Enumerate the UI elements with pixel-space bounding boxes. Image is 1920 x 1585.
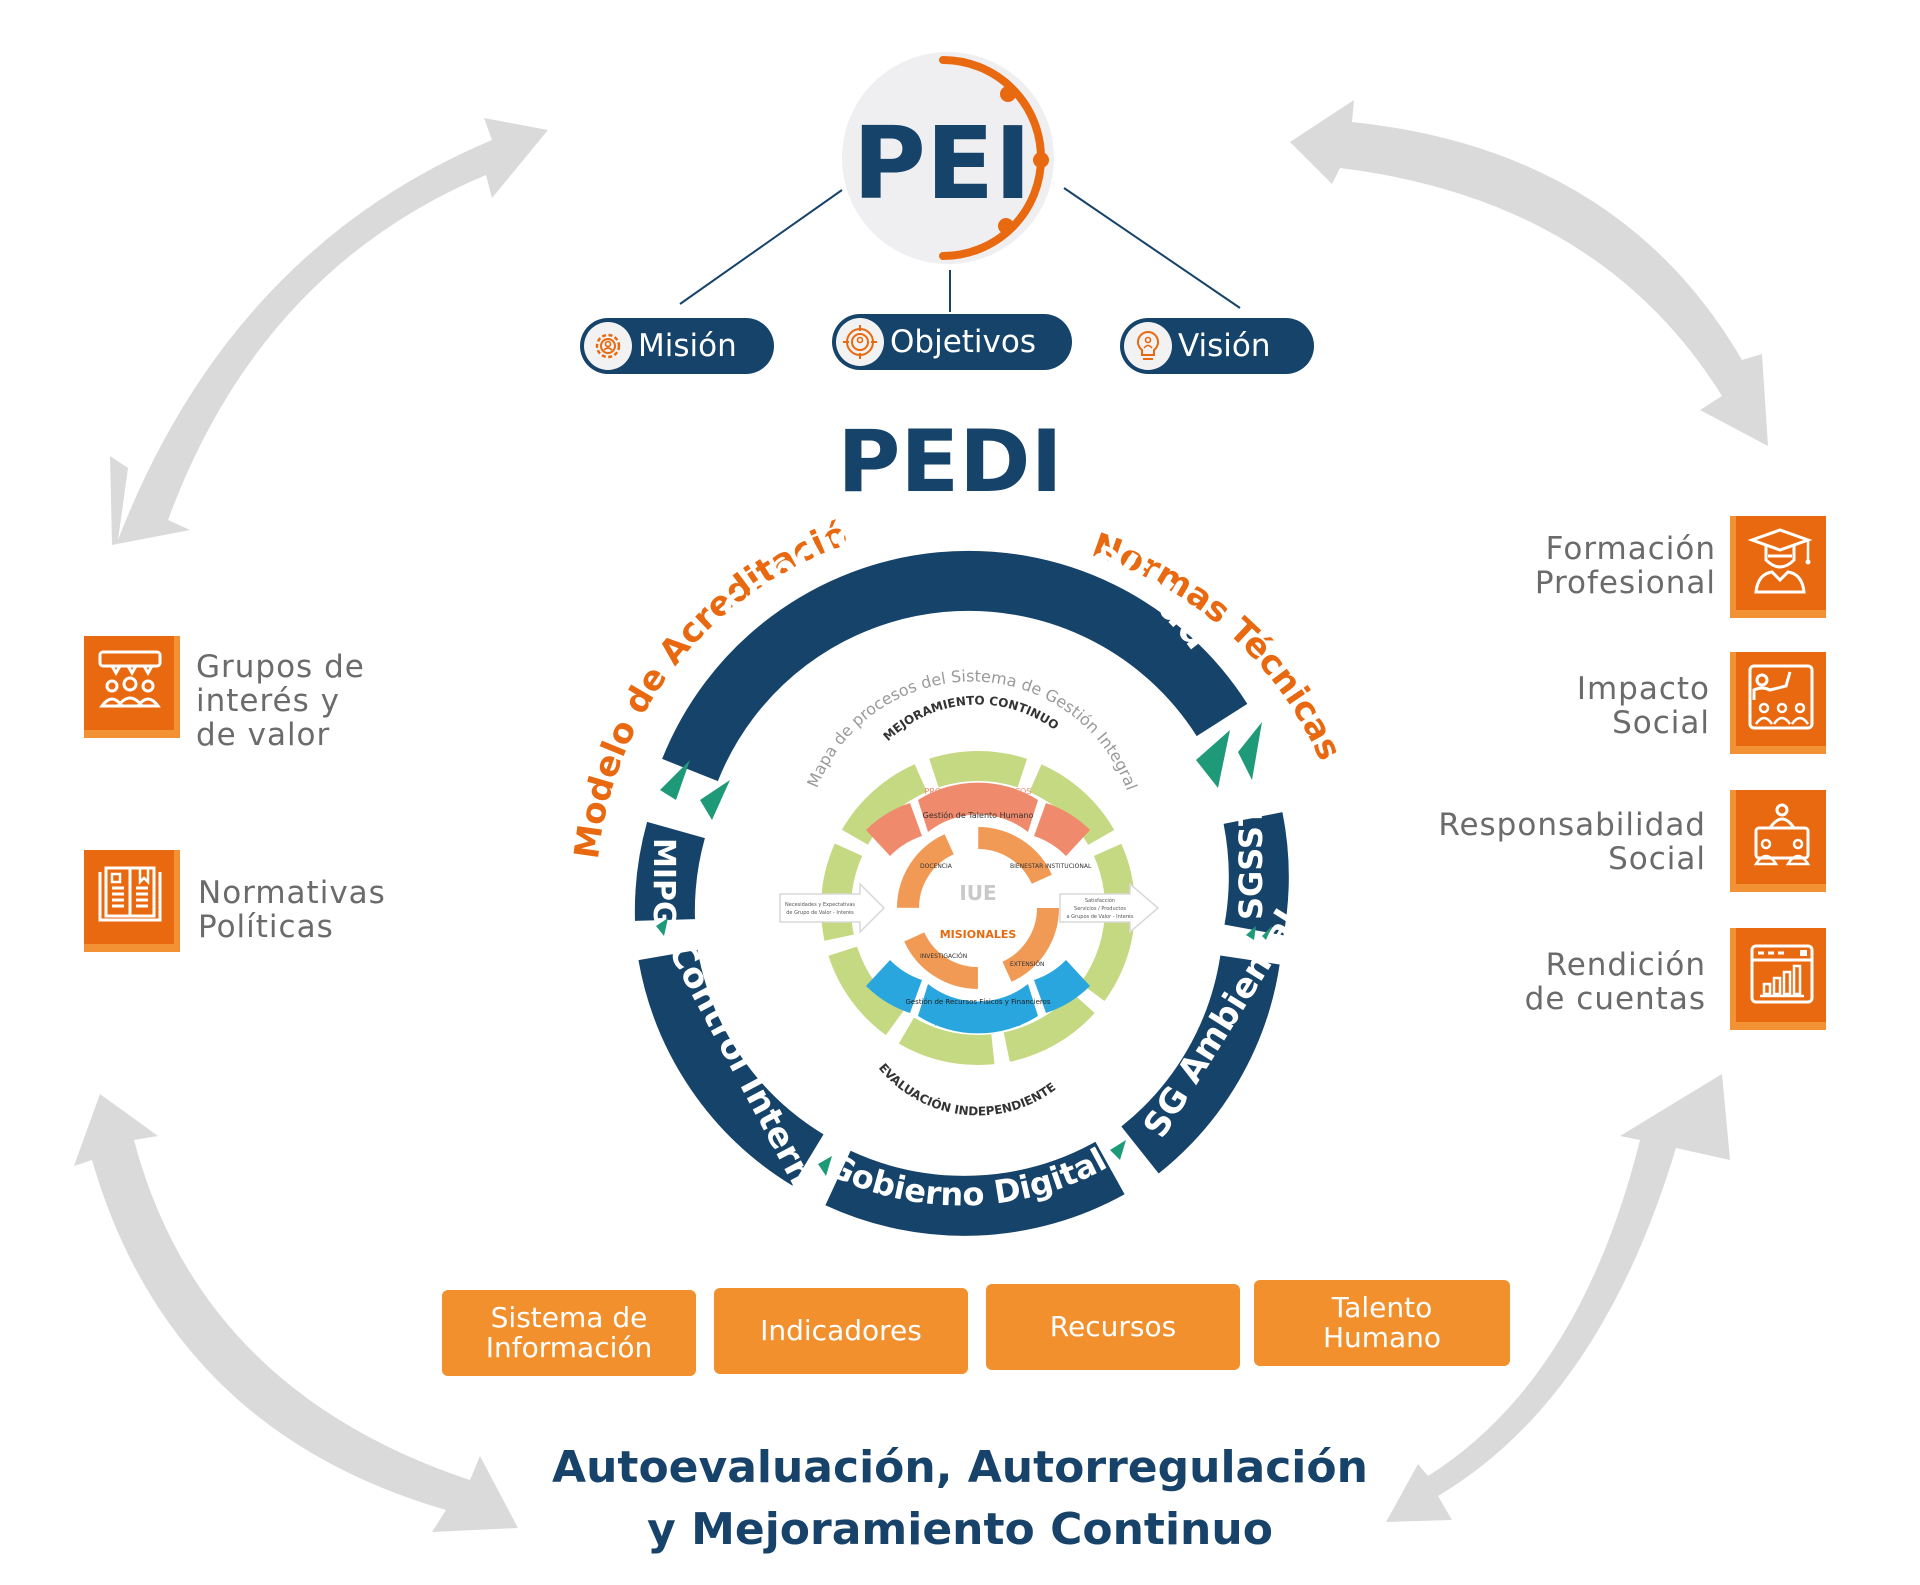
ring-segment-condiciones[interactable] bbox=[662, 550, 1248, 782]
pill-objetivos[interactable]: Objetivos bbox=[832, 314, 1072, 370]
dashboard-chart-icon bbox=[1750, 944, 1814, 1004]
missional-swirl bbox=[897, 827, 1059, 989]
ring-label-sgsst: SGSST bbox=[1232, 804, 1270, 920]
pei-arc-dot bbox=[1000, 86, 1016, 102]
pei-title: PEI bbox=[853, 105, 1032, 222]
right-item-impacto-icon-box[interactable] bbox=[1730, 652, 1826, 754]
ring-segment-gobierno-digital[interactable] bbox=[825, 1141, 1125, 1236]
pill-vision[interactable]: Visión bbox=[1120, 318, 1314, 374]
cycle-arrow-top-right bbox=[1290, 100, 1768, 446]
ring-segment-sgsst[interactable] bbox=[1223, 812, 1289, 936]
left-item-normativas-icon-box[interactable] bbox=[84, 850, 180, 952]
support-process-tecnologica[interactable] bbox=[1034, 960, 1090, 1013]
strategic-item: Gestión de Talento Humano bbox=[923, 810, 1034, 820]
missional-item: DOCENCIA bbox=[920, 863, 953, 870]
support-process-recursos[interactable] bbox=[918, 984, 1038, 1034]
tile-label: Talento bbox=[1331, 1291, 1433, 1324]
cycle-arrow-bottom-right bbox=[1386, 1074, 1730, 1522]
tile-recursos[interactable]: Recursos bbox=[986, 1284, 1240, 1370]
graduate-icon bbox=[1747, 528, 1813, 594]
iue-logo: IUE bbox=[959, 881, 996, 905]
stakeholders-group-icon bbox=[98, 650, 162, 708]
band-evaluacion: EVALUACIÓN INDEPENDIENTE bbox=[876, 1061, 1058, 1119]
misionales-label: MISIONALES bbox=[940, 928, 1017, 941]
ring-label-sg-ambiental: SG Ambiental bbox=[1136, 903, 1308, 1145]
footer-title-line1: Autoevaluación, Autorregulación bbox=[552, 1442, 1368, 1493]
right-item-rendicion-icon-box[interactable] bbox=[1730, 928, 1826, 1030]
pill-mision[interactable]: Misión bbox=[580, 318, 774, 374]
missional-item: INVESTIGACIÓN bbox=[920, 953, 967, 960]
pill-label: Visión bbox=[1178, 328, 1271, 364]
pill-label: Misión bbox=[638, 328, 737, 364]
input-arrow-text: de Grupo de Valor - Interés bbox=[786, 909, 854, 916]
right-item-responsabilidad-icon-box[interactable] bbox=[1730, 790, 1826, 892]
pei-circle bbox=[842, 52, 1054, 264]
open-book-icon bbox=[98, 866, 162, 922]
strategic-process-direccionamiento[interactable] bbox=[866, 803, 922, 856]
strategic-process-comunicacion[interactable] bbox=[1034, 803, 1090, 856]
tile-label: Indicadores bbox=[760, 1314, 922, 1347]
input-arrow-text: Necesidades y Expectativas bbox=[785, 902, 855, 908]
cycle-arrow-bottom-left bbox=[74, 1094, 518, 1532]
ring-segment-control-interno[interactable] bbox=[638, 949, 824, 1186]
teal-connector-icon bbox=[818, 1156, 832, 1176]
support-process-academica[interactable] bbox=[866, 960, 922, 1013]
footer-title-line2: y Mejoramiento Continuo bbox=[647, 1504, 1273, 1555]
tile-label: Sistema de bbox=[490, 1301, 648, 1334]
support-label: PROCESOS DE APOYO bbox=[935, 1019, 1022, 1028]
missional-center bbox=[928, 858, 1028, 958]
strategic-label: PROCESOS ESTRATÉGICOS bbox=[925, 785, 1032, 796]
input-arrow bbox=[779, 882, 886, 934]
cycle-arrow-top-left bbox=[110, 118, 548, 545]
tile-indicadores[interactable]: Indicadores bbox=[714, 1288, 968, 1374]
right-item-formacion-icon-box[interactable] bbox=[1730, 516, 1826, 618]
pei-header: PEI bbox=[679, 52, 1241, 312]
target-person-icon bbox=[836, 318, 884, 366]
teal-connector-icon bbox=[1246, 926, 1272, 940]
teal-connector-icon bbox=[656, 918, 668, 936]
connector-line bbox=[679, 189, 843, 305]
pei-arc-dot bbox=[1033, 152, 1049, 168]
ring-segment-sg-ambiental[interactable] bbox=[1120, 955, 1280, 1174]
output-arrow-text: Servicios / Productos bbox=[1074, 906, 1126, 912]
pill-label: Objetivos bbox=[890, 324, 1036, 360]
left-item-grupos-icon-box[interactable] bbox=[84, 636, 180, 738]
output-arrow-text: a Grupos de Valor - Interés bbox=[1067, 913, 1134, 920]
tile-label: Recursos bbox=[1049, 1310, 1177, 1343]
teal-connector-icon bbox=[660, 760, 730, 820]
pei-arc-dot bbox=[998, 218, 1014, 234]
process-map: Mapa de procesos del Sistema de Gestión … bbox=[779, 666, 1160, 1119]
pedi-title: PEDI bbox=[837, 412, 1063, 512]
ring-label-mipg: MIPG bbox=[646, 838, 681, 926]
support-item: Gestión de Recursos Físicos y Financiero… bbox=[905, 998, 1050, 1006]
output-arrow-text: Satisfacción bbox=[1085, 897, 1115, 904]
connector-line bbox=[1063, 187, 1241, 309]
teal-connector-icon bbox=[1196, 722, 1262, 788]
tile-label: Humano bbox=[1322, 1321, 1442, 1354]
meeting-table-icon bbox=[1753, 803, 1811, 866]
teacher-classroom-icon bbox=[1748, 664, 1814, 730]
tile-label: Información bbox=[485, 1331, 653, 1364]
missional-item: BIENESTAR INSTITUCIONAL bbox=[1010, 863, 1092, 870]
lightbulb-person-icon bbox=[1124, 322, 1172, 370]
missional-item: EXTENSIÓN bbox=[1010, 961, 1045, 968]
ring-segment-mipg[interactable] bbox=[634, 821, 706, 921]
teal-connector-icon bbox=[1110, 1140, 1126, 1160]
strategic-process-talento[interactable] bbox=[918, 782, 1038, 832]
band-mejoramiento: MEJORAMIENTO CONTINUO bbox=[880, 693, 1061, 743]
gear-person-icon bbox=[584, 322, 632, 370]
output-arrow bbox=[1059, 882, 1160, 934]
